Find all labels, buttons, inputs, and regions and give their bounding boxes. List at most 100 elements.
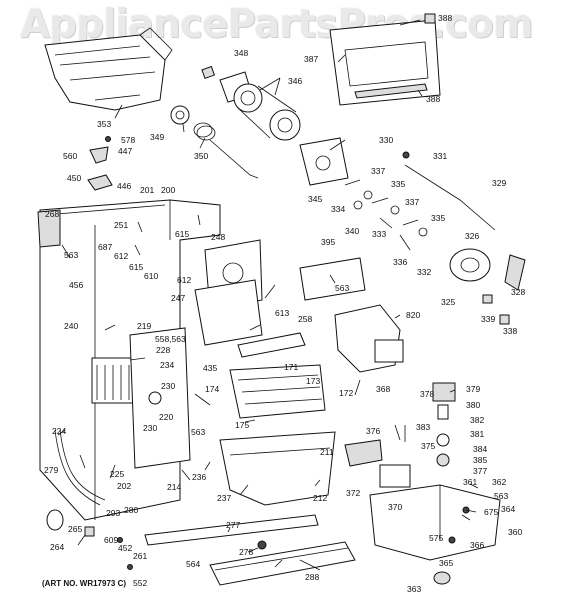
callout-353: 353 (97, 119, 111, 129)
callout-332: 332 (417, 267, 431, 277)
callout-331: 331 (433, 151, 447, 161)
callout-366: 366 (470, 540, 484, 550)
callout-236: 236 (192, 472, 206, 482)
callout-329: 329 (492, 178, 506, 188)
callout-360: 360 (508, 527, 522, 537)
callout-450: 450 (67, 173, 81, 183)
callout-230: 230 (161, 381, 175, 391)
callout-278: 278 (239, 547, 253, 557)
callout-610: 610 (144, 271, 158, 281)
callout-364: 364 (501, 504, 515, 514)
callout-456: 456 (69, 280, 83, 290)
callout-362: 362 (492, 477, 506, 487)
callout-214: 214 (167, 482, 181, 492)
callout-337: 337 (371, 166, 385, 176)
callout-368: 368 (376, 384, 390, 394)
callout-563: 563 (335, 283, 349, 293)
callout-201: 201 (140, 185, 154, 195)
callout-173: 173 (306, 376, 320, 386)
callout-258: 258 (298, 314, 312, 324)
callout-361: 361 (463, 477, 477, 487)
callout-615: 615 (175, 229, 189, 239)
callout-387: 387 (304, 54, 318, 64)
callout-174: 174 (205, 384, 219, 394)
callout-612: 612 (177, 275, 191, 285)
callout-labels: 348 346 387 388 388 353 578 447 560 349 … (44, 13, 525, 594)
callout-171: 171 (284, 362, 298, 372)
callout-446: 446 (117, 181, 131, 191)
callout-395: 395 (321, 237, 335, 247)
callout-378: 378 (420, 389, 434, 399)
callout-388: 388 (438, 13, 452, 23)
callout-240: 240 (64, 321, 78, 331)
callout-384: 384 (473, 444, 487, 454)
callout-372: 372 (346, 488, 360, 498)
callout-612: 612 (114, 251, 128, 261)
callout-335: 335 (391, 179, 405, 189)
callout-388: 388 (426, 94, 440, 104)
callout-293: 293 (106, 508, 120, 518)
callout-563: 563 (494, 491, 508, 501)
callout-277: 277 (226, 520, 240, 530)
callout-330: 330 (379, 135, 393, 145)
callout-552: 552 (133, 578, 147, 588)
callout-675: 675 (484, 507, 498, 517)
callout-820: 820 (406, 310, 420, 320)
callout-575: 575 (429, 533, 443, 543)
callout-265: 265 (68, 524, 82, 534)
callout-230: 230 (143, 423, 157, 433)
callout-212: 212 (313, 493, 327, 503)
callout-382: 382 (470, 415, 484, 425)
callout-350: 350 (194, 151, 208, 161)
callout-234: 234 (160, 360, 174, 370)
art-number: (ART NO. WR17973 C) (42, 579, 127, 588)
callout-447: 447 (118, 146, 132, 156)
callout-560: 560 (63, 151, 77, 161)
callout-348: 348 (234, 48, 248, 58)
callout-452: 452 (118, 543, 132, 553)
callout-200: 200 (161, 185, 175, 195)
callout-363: 363 (407, 584, 421, 594)
callout-339: 339 (481, 314, 495, 324)
callout-219: 219 (137, 321, 151, 331)
callout-687: 687 (98, 242, 112, 252)
callout-338: 338 (503, 326, 517, 336)
callout-326: 326 (465, 231, 479, 241)
callout-365: 365 (439, 558, 453, 568)
callout-349: 349 (150, 132, 164, 142)
callout-609: 609 (104, 535, 118, 545)
callout-288: 288 (305, 572, 319, 582)
callout-370: 370 (388, 502, 402, 512)
callout-328: 328 (511, 287, 525, 297)
callout-247: 247 (171, 293, 185, 303)
callout-380: 380 (466, 400, 480, 410)
leader-lines (57, 19, 479, 571)
callout-251: 251 (114, 220, 128, 230)
callout-280: 280 (124, 505, 138, 515)
callout-435: 435 (203, 363, 217, 373)
callout-558-563: 558,563 (155, 334, 186, 344)
callout-615: 615 (129, 262, 143, 272)
callout-237: 237 (217, 493, 231, 503)
callout-264: 264 (50, 542, 64, 552)
callout-333: 333 (372, 229, 386, 239)
callout-375: 375 (421, 441, 435, 451)
callout-202: 202 (117, 481, 131, 491)
callout-345: 345 (308, 194, 322, 204)
callout-383: 383 (416, 422, 430, 432)
callout-336: 336 (393, 257, 407, 267)
callout-379: 379 (466, 384, 480, 394)
callout-325: 325 (441, 297, 455, 307)
callout-385: 385 (473, 455, 487, 465)
callout-564: 564 (186, 559, 200, 569)
callout-578: 578 (121, 135, 135, 145)
callout-376: 376 (366, 426, 380, 436)
callout-211: 211 (320, 447, 334, 457)
callout-346: 346 (288, 76, 302, 86)
callout-261: 261 (133, 551, 147, 561)
callout-381: 381 (470, 429, 484, 439)
callout-220: 220 (159, 412, 173, 422)
callout-279: 279 (44, 465, 58, 475)
callout-248: 248 (211, 232, 225, 242)
